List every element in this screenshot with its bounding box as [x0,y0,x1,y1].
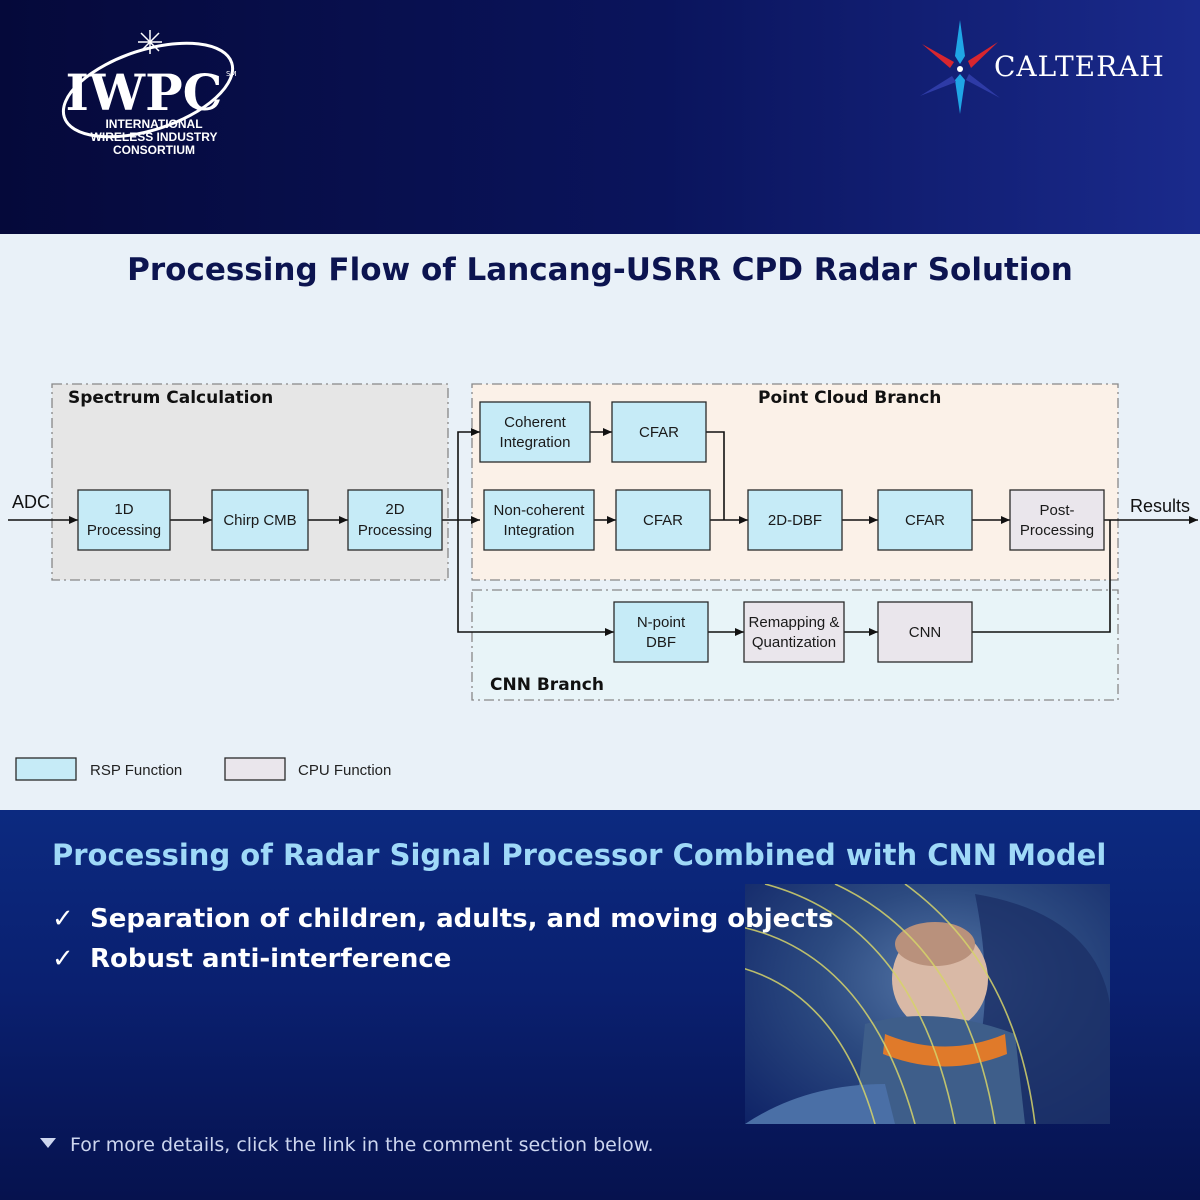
legend-cpu-label: CPU Function [298,762,391,779]
iwpc-line-3: CONSORTIUM [113,143,195,157]
block-cfar3-label: CFAR [905,512,945,529]
baby-car-seat-photo [745,884,1110,1124]
block-chirp-cmb: Chirp CMB [211,489,309,551]
diagram-title: Processing Flow of Lancang-USRR CPD Rada… [127,252,1073,288]
group-label-spectrum: Spectrum Calculation [68,388,273,408]
radar-waves-illustration [745,884,1110,1124]
block-npoint-line-1: N-point [637,614,686,631]
block-1d-processing: 1D Processing [77,489,171,551]
checkmark-icon: ✓ [52,944,74,974]
block-2ddbf-label: 2D-DBF [768,512,822,529]
block-2d-line-2: Processing [358,522,432,539]
block-remap-line-1: Remapping & [749,614,840,631]
results-output-label: Results [1130,496,1190,516]
footer-note: For more details, click the link in the … [40,1134,654,1156]
line-cnn-to-results [972,520,1111,633]
block-chirp-label: Chirp CMB [223,512,296,529]
calterah-logo: CALTERAH [920,20,1165,114]
processing-flow-diagram: Spectrum Calculation Point Cloud Branch … [8,383,1198,781]
triangle-down-icon [40,1138,56,1148]
arrow-split-to-coherent [457,428,480,520]
block-remapping-quantization: Remapping & Quantization [743,601,845,663]
block-noncoherent-line-1: Non-coherent [494,502,586,519]
header-band: IWPC SM INTERNATIONAL WIRELESS INDUSTRY … [0,0,1200,234]
block-1d-line-2: Processing [87,522,161,539]
iwpc-logo-text: IWPC [66,63,223,122]
adc-input-label: ADC [12,492,50,512]
block-1d-line-1: 1D [114,501,133,518]
legend-cpu-swatch [224,757,286,781]
block-2d-dbf: 2D-DBF [747,489,843,551]
block-cfar2-label: CFAR [643,512,683,529]
iwpc-sm-mark: SM [226,70,236,78]
bullet-item-2: ✓ Robust anti-interference [52,944,451,974]
block-cnn-label: CNN [909,624,942,641]
legend-rsp-label: RSP Function [90,762,182,779]
block-cfar-final: CFAR [877,489,973,551]
group-label-cnn: CNN Branch [490,675,604,695]
block-cfar1-label: CFAR [639,424,679,441]
block-coherent-integration: Coherent Integration [479,401,591,463]
checkmark-icon: ✓ [52,904,74,934]
block-coherent-line-2: Integration [500,434,571,451]
line-cfar1-to-merge [706,431,725,520]
block-2d-processing: 2D Processing [347,489,443,551]
footer-text: For more details, click the link in the … [70,1134,654,1156]
block-coherent-line-1: Coherent [504,414,567,431]
block-post-line-1: Post- [1039,502,1074,519]
block-post-line-2: Processing [1020,522,1094,539]
block-noncoherent-integration: Non-coherent Integration [483,489,595,551]
bullet-item-1: ✓ Separation of children, adults, and mov… [52,904,834,934]
group-label-point-cloud: Point Cloud Branch [758,388,941,408]
block-post-processing: Post- Processing [1009,489,1105,551]
bullet-text-2: Robust anti-interference [90,944,452,974]
bullet-text-1: Separation of children, adults, and movi… [90,904,834,934]
block-cfar-noncoherent: CFAR [615,489,711,551]
block-cnn: CNN [877,601,973,663]
block-remap-line-2: Quantization [752,634,836,651]
block-cfar-coherent: CFAR [611,401,707,463]
calterah-logo-text: CALTERAH [994,50,1165,83]
block-npoint-dbf: N-point DBF [613,601,709,663]
section-subtitle: Processing of Radar Signal Processor Com… [52,838,1107,872]
block-npoint-line-2: DBF [646,634,676,651]
block-2d-line-1: 2D [385,501,404,518]
iwpc-line-1: INTERNATIONAL [105,117,202,131]
starburst-icon [920,20,1000,114]
iwpc-logo: IWPC SM INTERNATIONAL WIRELESS INDUSTRY … [61,30,236,157]
arrow-split-to-cnn-branch [457,520,614,636]
iwpc-line-2: WIRELESS INDUSTRY [91,130,218,144]
block-noncoherent-line-2: Integration [504,522,575,539]
legend-rsp-swatch [15,757,77,781]
sparkle-icon [138,30,162,54]
